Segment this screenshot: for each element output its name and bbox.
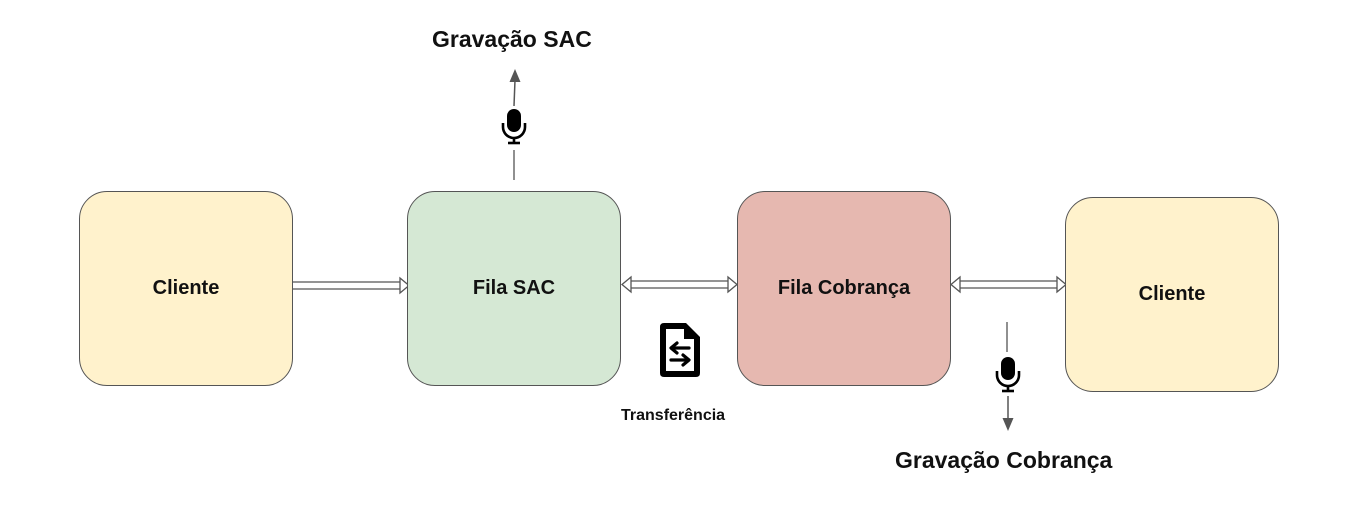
node-label: Cliente — [152, 277, 220, 299]
arrow-to-gravacao-sac — [509, 69, 521, 180]
node-cliente-right: Cliente — [1065, 197, 1279, 392]
node-cliente-left: Cliente — [79, 191, 293, 386]
gravacao-cobranca-label: Gravação Cobrança — [895, 447, 1113, 473]
file-transfer-icon — [660, 323, 700, 377]
node-label: Fila Cobrança — [777, 277, 911, 299]
arrow-fila-sac-to-fila-cobranca — [620, 275, 739, 294]
node-fila-sac: Fila SAC — [407, 191, 621, 386]
node-label: Fila SAC — [472, 277, 556, 299]
transferencia-label: Transferência — [621, 407, 726, 424]
arrow-fila-cobranca-to-cliente — [949, 275, 1068, 294]
node-label: Cliente — [1138, 283, 1206, 305]
node-fila-cobranca: Fila Cobrança — [737, 191, 951, 386]
microphone-icon — [995, 357, 1021, 393]
gravacao-sac-label: Gravação SAC — [432, 26, 592, 52]
arrow-to-gravacao-cobranca — [1002, 322, 1014, 431]
microphone-icon — [501, 109, 527, 145]
arrow-cliente-to-fila-sac — [293, 276, 411, 295]
